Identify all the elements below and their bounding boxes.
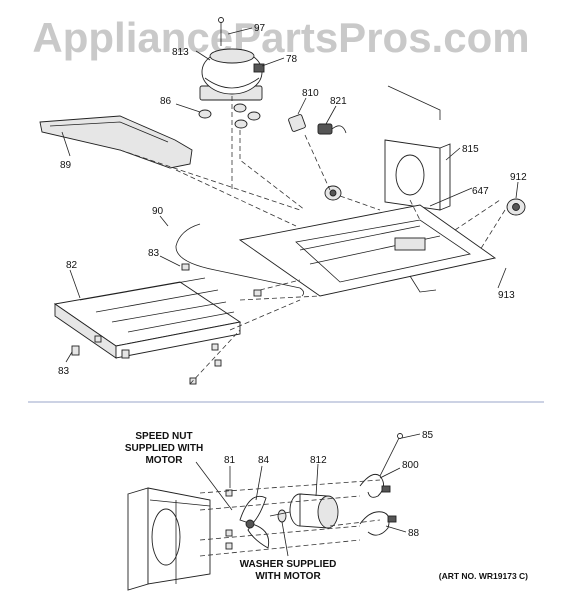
clip-upper xyxy=(181,263,262,297)
callout-83-upper: 83 xyxy=(148,248,160,259)
callout-913: 913 xyxy=(498,290,515,301)
speed-nut xyxy=(225,489,233,550)
defrost-tube xyxy=(175,223,304,297)
assembly-lines-top xyxy=(119,96,506,385)
fan-motor xyxy=(269,493,339,529)
callout-88: 88 xyxy=(408,528,420,539)
note-washer-line2: WITH MOTOR xyxy=(255,571,321,582)
note-speed-nut-line3: MOTOR xyxy=(145,455,183,466)
washer xyxy=(277,509,287,523)
fan-grommet-left xyxy=(324,185,342,201)
watermark: AppliancePartsPros.com xyxy=(32,14,529,61)
relay-overload xyxy=(288,114,347,135)
callout-86: 86 xyxy=(160,96,172,107)
note-washer-line1: WASHER SUPPLIED xyxy=(240,559,337,570)
assembly-lines-bottom xyxy=(199,479,381,557)
callout-647: 647 xyxy=(472,186,489,197)
fan-blade xyxy=(239,495,270,549)
callout-84: 84 xyxy=(258,455,270,466)
screw-97 xyxy=(218,17,224,46)
evaporator xyxy=(53,277,242,359)
wire-harness xyxy=(359,433,403,498)
callout-800: 800 xyxy=(402,460,419,471)
fan-housing xyxy=(127,487,211,591)
callout-83-lower: 83 xyxy=(58,366,70,377)
callout-82: 82 xyxy=(66,260,78,271)
callout-821: 821 xyxy=(330,96,347,107)
leader-lines-bottom xyxy=(195,433,421,557)
callout-85: 85 xyxy=(422,430,434,441)
wire-harness-88 xyxy=(359,511,397,536)
callout-812: 812 xyxy=(310,455,327,466)
callout-81: 81 xyxy=(224,455,236,466)
callout-78: 78 xyxy=(286,54,298,65)
callout-813: 813 xyxy=(172,47,189,58)
callout-815: 815 xyxy=(462,144,479,155)
callout-912: 912 xyxy=(510,172,527,183)
callout-810: 810 xyxy=(302,88,319,99)
base-plate xyxy=(238,204,497,297)
callouts-bottom: 85 81 84 812 800 88 xyxy=(224,430,434,539)
callout-97: 97 xyxy=(254,23,266,34)
notes: SPEED NUT SUPPLIED WITH MOTOR WASHER SUP… xyxy=(125,431,528,582)
note-speed-nut-line2: SUPPLIED WITH xyxy=(125,443,203,454)
note-speed-nut-line1: SPEED NUT xyxy=(135,431,192,442)
grommets xyxy=(198,103,261,129)
compressor xyxy=(199,48,265,101)
leader-lines-top xyxy=(61,27,519,363)
fan-bracket xyxy=(384,85,451,211)
callouts-top: 97 813 78 86 810 821 89 815 647 912 90 8… xyxy=(58,23,527,377)
callout-89: 89 xyxy=(60,160,72,171)
art-number: (ART NO. WR19173 C) xyxy=(439,571,528,581)
drain-pan xyxy=(39,115,193,169)
callout-90: 90 xyxy=(152,206,164,217)
grommet-912 xyxy=(506,198,526,216)
